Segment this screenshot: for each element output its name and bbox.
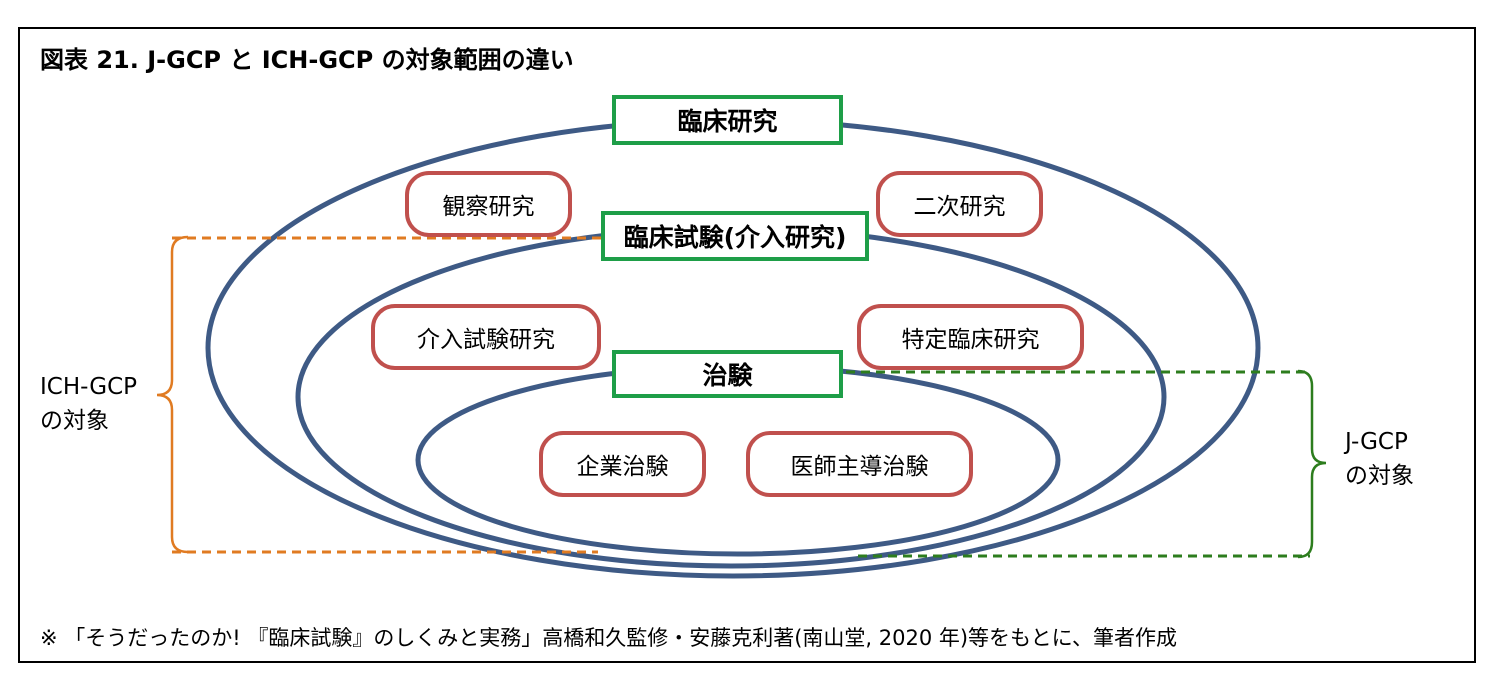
j-gcp-scope-line1: J-GCP xyxy=(1345,429,1408,455)
ich-gcp-scope-label: ICH-GCP の対象 xyxy=(40,370,137,438)
clinical-research-ellipse xyxy=(205,117,1261,579)
source-note: ※ 「そうだったのか! 『臨床試験』のしくみと実務」高橋和久監修・安藤克利著(南… xyxy=(40,626,1178,650)
interventional-trial-study-pill: 介入試験研究 xyxy=(371,304,601,370)
j-gcp-scope-line2: の対象 xyxy=(1345,463,1414,489)
figure-title: 図表 21. J-GCP と ICH-GCP の対象範囲の違い xyxy=(40,46,574,74)
ich-gcp-scope-line1: ICH-GCP xyxy=(40,374,138,400)
specified-clinical-research-pill: 特定臨床研究 xyxy=(857,304,1084,370)
j-gcp-brace xyxy=(1297,369,1327,559)
chiken-label: 治験 xyxy=(612,350,843,398)
j-gcp-scope-label: J-GCP の対象 xyxy=(1345,425,1414,493)
observational-study-pill: 観察研究 xyxy=(405,171,572,237)
clinical-trial-label: 臨床試験(介入研究) xyxy=(601,211,869,261)
corporate-chiken-pill: 企業治験 xyxy=(539,431,706,497)
secondary-study-pill: 二次研究 xyxy=(876,171,1043,237)
ich-gcp-brace xyxy=(156,235,189,554)
clinical-research-label: 臨床研究 xyxy=(612,95,843,145)
investigator-initiated-chiken-pill: 医師主導治験 xyxy=(746,431,973,497)
ich-gcp-scope-line2: の対象 xyxy=(40,408,109,434)
